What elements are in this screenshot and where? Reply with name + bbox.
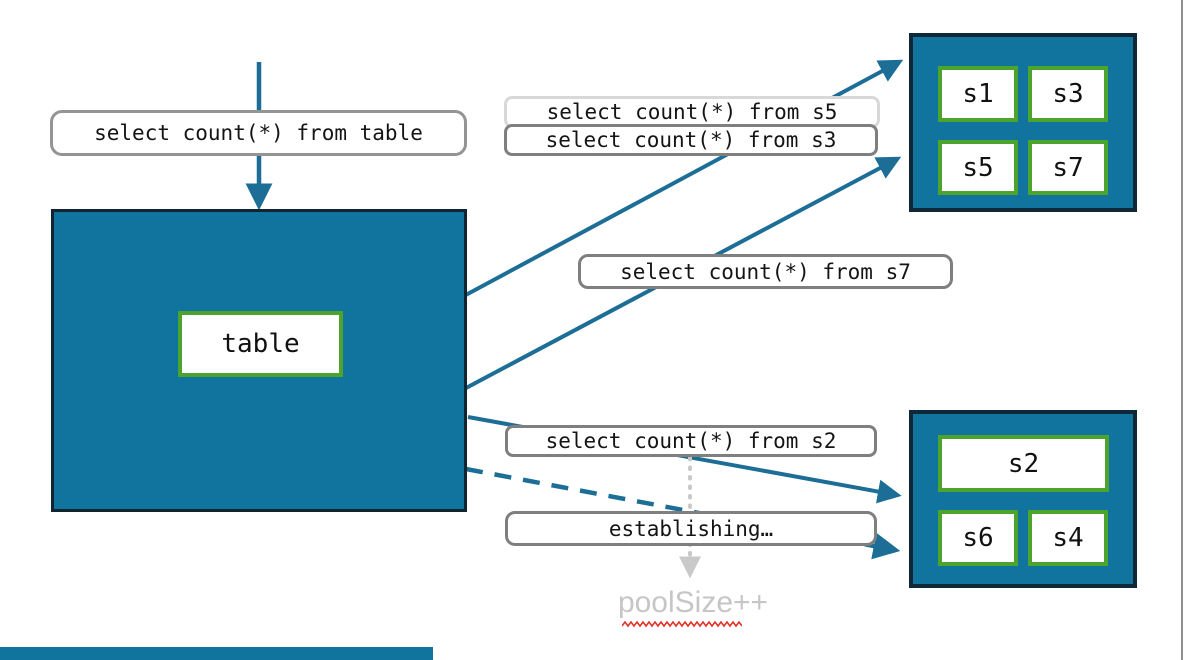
pool-slot-s7-label: s7	[1052, 152, 1084, 183]
pool-slot-s4-label: s4	[1052, 523, 1084, 553]
query-label-table-text: select count(*) from table	[94, 121, 423, 145]
pool-slot-s1: s1	[938, 66, 1018, 122]
query-label-table: select count(*) from table	[50, 110, 467, 156]
spellcheck-squiggle	[622, 621, 742, 628]
query-label-s7-text: select count(*) from s7	[620, 259, 911, 284]
pool-slot-s6: s6	[938, 510, 1018, 566]
pool-box-bottom: s2 s6 s4	[909, 410, 1137, 588]
pool-slot-s5-label: s5	[962, 152, 994, 183]
query-label-s3: select count(*) from s3	[504, 124, 878, 156]
query-label-s3-text: select count(*) from s3	[545, 128, 837, 152]
query-label-s2: select count(*) from s2	[505, 425, 877, 457]
status-label-establishing-text: establishing…	[608, 516, 774, 541]
pool-slot-s4: s4	[1028, 510, 1108, 566]
pool-slot-s5: s5	[938, 140, 1018, 195]
pool-slot-s1-label: s1	[962, 79, 994, 109]
query-label-s2-text: select count(*) from s2	[545, 429, 837, 453]
table-slot: table	[178, 311, 343, 377]
pool-size-text: poolSize++	[617, 586, 769, 619]
pool-slot-s6-label: s6	[962, 523, 994, 553]
pool-slot-s2-label: s2	[1007, 448, 1040, 479]
table-slot-label: table	[221, 329, 300, 359]
pool-slot-s2: s2	[938, 435, 1109, 492]
bottom-accent-bar	[0, 647, 433, 660]
pool-slot-s3-label: s3	[1052, 79, 1084, 109]
pool-box-top: s1 s3 s5 s7	[909, 33, 1137, 212]
slide-edge-line	[1181, 0, 1183, 660]
pool-slot-s3: s3	[1028, 66, 1108, 122]
table-rect: table	[51, 209, 467, 512]
query-label-s5-text: select count(*) from s5	[546, 100, 838, 124]
status-label-establishing: establishing…	[505, 511, 877, 546]
query-label-s7: select count(*) from s7	[578, 254, 953, 289]
pool-slot-s7: s7	[1028, 140, 1108, 195]
